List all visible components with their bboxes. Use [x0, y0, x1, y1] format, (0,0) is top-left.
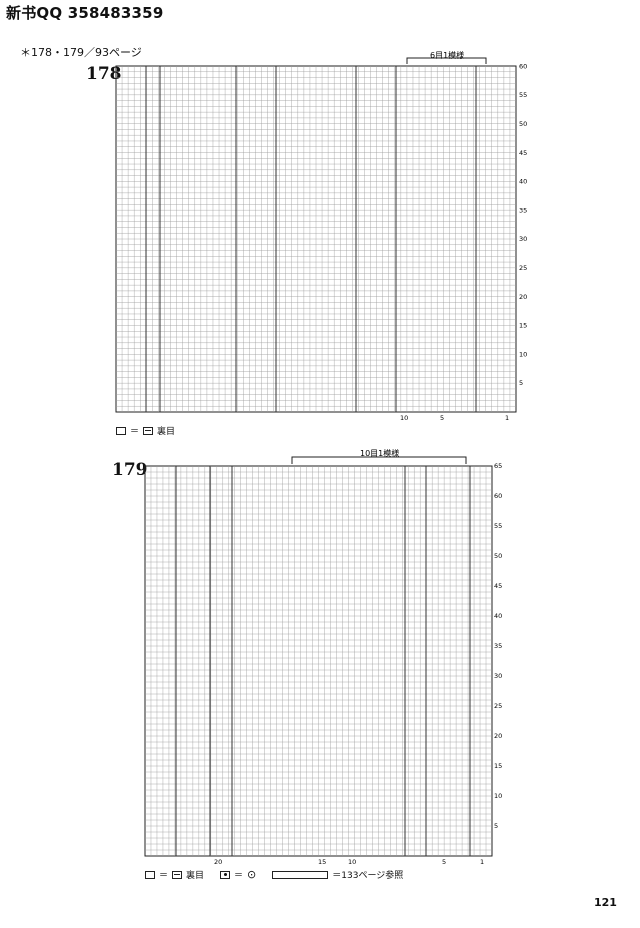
bobble-symbol-icon [220, 870, 231, 879]
row-number: 5 [494, 822, 498, 830]
chart-178-group: 6目1模様 5 10 15 20 25 30 35 40 45 50 55 60 10 5 1 [115, 50, 527, 422]
row-number: 40 [519, 178, 527, 186]
bobble-drawing-icon: ⊙ [247, 868, 257, 881]
chart-178-grid [116, 66, 516, 412]
row-number: 65 [494, 462, 502, 470]
row-number: 60 [494, 492, 502, 500]
row-number: 45 [519, 149, 527, 157]
row-number: 15 [519, 322, 527, 330]
row-number: 20 [519, 293, 527, 301]
col-number: 1 [505, 414, 509, 422]
purl-square-icon [143, 426, 154, 435]
row-number: 10 [519, 350, 527, 358]
repeat-label-178: 6目1模様 [430, 50, 464, 60]
col-number: 5 [442, 858, 446, 866]
purl-square-icon [172, 870, 183, 879]
row-number: 30 [519, 235, 527, 243]
chart-title-179: 179 [112, 460, 148, 480]
chart-178-row-numbers: 5 10 15 20 25 30 35 40 45 50 55 60 [519, 62, 527, 387]
row-number: 35 [494, 642, 502, 650]
col-number: 15 [318, 858, 326, 866]
repeat-bracket-179 [291, 456, 467, 464]
legend-179-text: 裏目 [186, 871, 205, 881]
row-number: 30 [494, 672, 502, 680]
row-number: 55 [494, 522, 502, 530]
chart-179-col-numbers: 20 15 10 5 1 [214, 858, 484, 866]
row-number: 5 [519, 379, 523, 387]
row-number: 55 [519, 91, 527, 99]
legend-178-text: 裏目 [157, 427, 176, 437]
page-number: 121 [594, 896, 617, 909]
repeat-label-179: 10目1模様 [360, 448, 399, 458]
chart-178-col-numbers: 10 5 1 [400, 414, 509, 422]
chart-179-row-numbers: 5 10 15 20 25 30 35 40 45 50 55 60 65 [494, 462, 502, 830]
row-number: 15 [494, 762, 502, 770]
legend-179: ＝ 裏目 ＝ ⊙ ＝133ページ参照 [145, 868, 403, 881]
page-header: 新书QQ 358483359 [6, 4, 164, 22]
row-number: 35 [519, 206, 527, 214]
row-number: 60 [519, 62, 527, 70]
repeat-bracket-178 [406, 57, 487, 64]
legend-179-text-2: ＝133ページ参照 [332, 871, 404, 881]
col-number: 1 [480, 858, 484, 866]
row-number: 50 [494, 552, 502, 560]
knit-square-icon [145, 870, 155, 879]
chart-title-178: 178 [86, 64, 122, 84]
col-number: 5 [440, 414, 444, 422]
col-number: 20 [214, 858, 222, 866]
row-number: 45 [494, 582, 502, 590]
row-number: 50 [519, 120, 527, 128]
col-number: 10 [348, 858, 356, 866]
row-number: 40 [494, 612, 502, 620]
chart-179-grid [145, 466, 492, 856]
cable-symbol-icon [272, 870, 329, 879]
row-number: 10 [494, 792, 502, 800]
col-number: 10 [400, 414, 408, 422]
page-reference: ＊178・179／93ページ [20, 46, 142, 59]
legend-178: ＝ 裏目 [116, 424, 175, 437]
row-number: 25 [519, 264, 527, 272]
row-number: 25 [494, 702, 502, 710]
knit-square-icon [116, 426, 126, 435]
row-number: 20 [494, 732, 502, 740]
